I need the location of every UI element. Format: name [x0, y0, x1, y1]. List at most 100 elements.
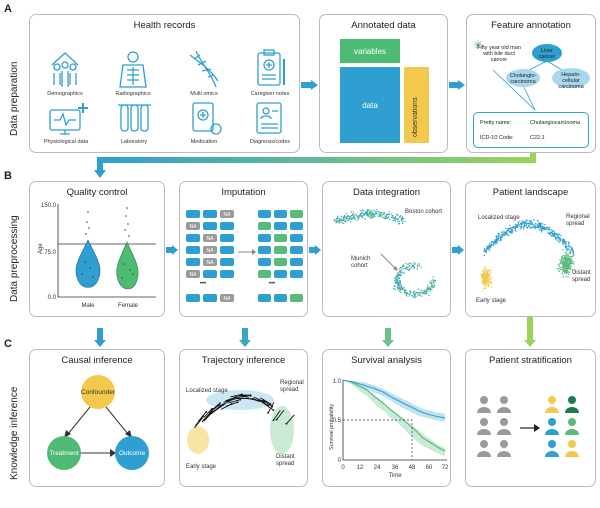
point-pre	[397, 223, 400, 225]
y-tick: 0.0	[48, 295, 57, 301]
na-cell	[203, 246, 217, 254]
point-localized	[558, 237, 561, 239]
point-post	[409, 290, 412, 293]
imputed-cell	[274, 234, 287, 242]
person-icon	[548, 440, 556, 448]
point-post	[395, 278, 397, 281]
point-localized	[569, 245, 571, 248]
point-pre	[381, 216, 384, 219]
x-tick: Male	[81, 303, 95, 309]
point-localized	[570, 249, 572, 251]
person-body	[477, 429, 491, 435]
point-pre	[349, 217, 351, 220]
arrow-b3-head	[458, 245, 464, 255]
point-localized	[488, 247, 491, 249]
person-body	[545, 451, 559, 457]
point-localized	[487, 246, 489, 248]
panel-title: Imputation	[221, 187, 266, 198]
point-pre	[401, 222, 404, 225]
point-localized	[536, 226, 539, 228]
point-localized	[517, 223, 519, 226]
point-distant	[556, 268, 558, 270]
point-pre	[374, 215, 376, 218]
point-post	[398, 271, 400, 274]
point-pre	[368, 209, 370, 212]
point-pre	[364, 212, 366, 214]
point-localized	[545, 227, 547, 229]
point-pre	[369, 213, 371, 215]
person-icon	[480, 418, 488, 426]
data-cell	[203, 294, 217, 302]
point-post	[394, 282, 397, 284]
point-localized	[485, 249, 487, 251]
medication-icon	[192, 102, 222, 135]
point-pre	[339, 220, 342, 222]
point-post	[432, 281, 435, 284]
point-post	[431, 279, 434, 281]
ellipsis-icon: •••	[200, 281, 206, 287]
point-distant	[567, 263, 569, 265]
stream-head	[219, 402, 221, 405]
point-early	[483, 286, 485, 288]
point-pre	[361, 216, 363, 218]
point-early	[485, 273, 488, 276]
point-localized	[509, 231, 511, 234]
point-post	[395, 280, 398, 282]
point-distant	[568, 271, 571, 273]
point-localized	[502, 233, 505, 235]
point-distant	[557, 267, 560, 270]
stream-line	[262, 399, 273, 408]
point-early	[482, 290, 484, 292]
panel-title: Trajectory inference	[201, 355, 286, 366]
na-cell	[186, 222, 200, 230]
point-early	[489, 281, 492, 283]
point-localized	[533, 219, 535, 221]
person-body	[545, 407, 559, 413]
point-pre	[372, 216, 374, 219]
stream-head	[267, 411, 270, 414]
point-distant	[572, 250, 574, 253]
point-localized	[485, 251, 487, 253]
point-early	[490, 283, 492, 285]
point-localized	[510, 231, 513, 234]
point-early	[481, 274, 484, 276]
point-localized	[496, 239, 499, 242]
point-pre	[366, 211, 368, 214]
point-distant	[562, 264, 564, 267]
point-distant	[564, 264, 567, 266]
person-body	[497, 407, 511, 413]
point-pre	[371, 210, 373, 212]
point-distant	[570, 267, 572, 269]
point-localized	[561, 241, 564, 243]
stream-head	[236, 401, 239, 404]
point-localized	[540, 229, 543, 232]
point-post	[412, 295, 414, 298]
point-pre	[371, 212, 373, 215]
stream-head	[285, 422, 288, 425]
point-localized	[515, 226, 518, 228]
point-pre	[336, 220, 338, 223]
stream-line	[226, 401, 238, 407]
point-pre	[342, 222, 345, 225]
point-distant	[569, 262, 571, 265]
data-cell	[220, 234, 234, 242]
point-post	[433, 286, 435, 289]
na-label: NA	[190, 224, 198, 230]
point-pre	[337, 216, 339, 219]
point-localized	[567, 243, 570, 245]
data-cell	[274, 210, 287, 218]
point-post	[416, 266, 419, 268]
point-distant	[563, 270, 565, 273]
point-localized	[505, 231, 507, 233]
point-distant	[570, 262, 573, 265]
section-letter-a: A	[4, 3, 12, 15]
point-localized	[568, 245, 570, 247]
point-distant	[565, 275, 567, 278]
point-pre	[400, 220, 403, 223]
point-post	[398, 290, 401, 292]
point-pre	[336, 218, 339, 220]
point-post	[417, 294, 419, 296]
stream-line	[195, 415, 204, 426]
health-item: Laboratory	[121, 139, 148, 145]
panel-trajectory-inference: Trajectory inference Localized stage Reg…	[179, 349, 308, 487]
